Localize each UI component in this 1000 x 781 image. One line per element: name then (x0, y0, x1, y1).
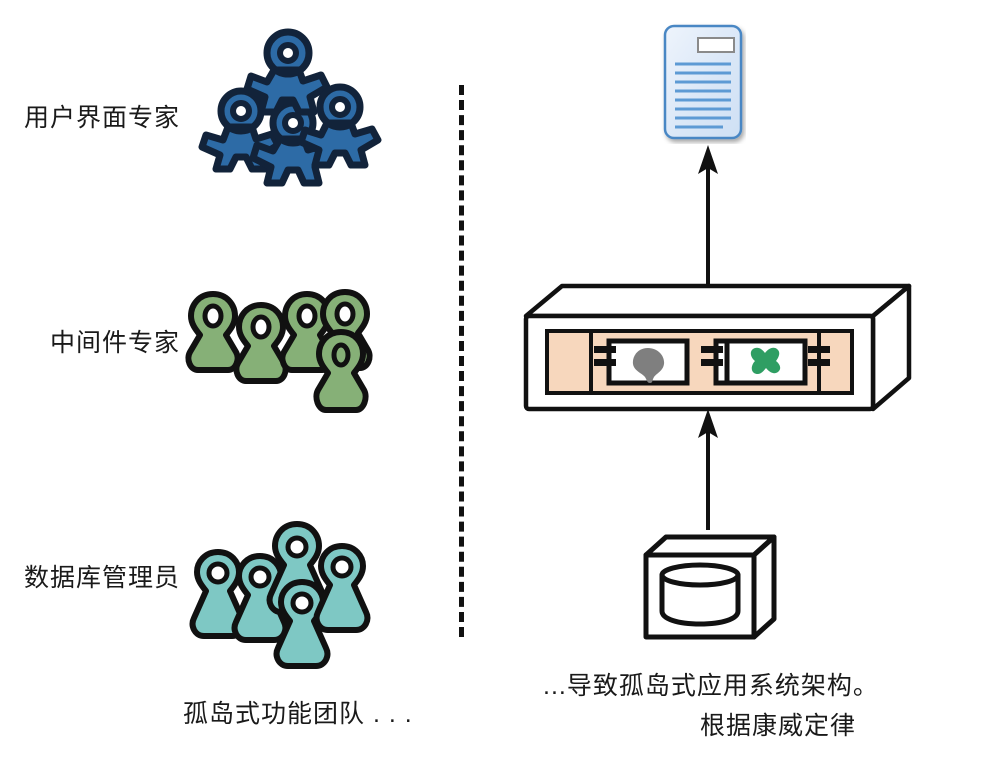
server-module-1 (594, 338, 690, 386)
database-server-icon (638, 527, 783, 654)
team-figures-middleware-experts (180, 288, 375, 413)
person-icon (308, 328, 374, 420)
team-figures-ui-experts (195, 25, 382, 187)
arrow-database-to-server (690, 408, 726, 530)
application-server-graphic (516, 278, 916, 418)
team-label-database-administrators: 数据库管理员 (23, 564, 180, 592)
team-label-ui-experts: 用户界面专家 (23, 104, 180, 132)
person-icon (297, 81, 385, 171)
person-icon (243, 26, 335, 118)
left-caption: 孤岛式功能团队 . . . (183, 700, 413, 728)
right-caption-line-1: ...导致孤岛式应用系统架构。 (543, 672, 879, 700)
server-module-3 (724, 338, 830, 386)
person-icon (180, 290, 246, 380)
form-document-icon (660, 22, 746, 149)
arrow-server-to-document (690, 144, 726, 290)
right-caption-line-2: 根据康威定律 (700, 712, 857, 740)
person-icon (309, 542, 375, 638)
team-figures-database-administrators (185, 520, 380, 669)
person-icon (228, 301, 294, 391)
person-icon (227, 552, 293, 648)
team-label-middleware-experts: 中间件专家 (49, 329, 180, 357)
vertical-divider (459, 85, 464, 637)
